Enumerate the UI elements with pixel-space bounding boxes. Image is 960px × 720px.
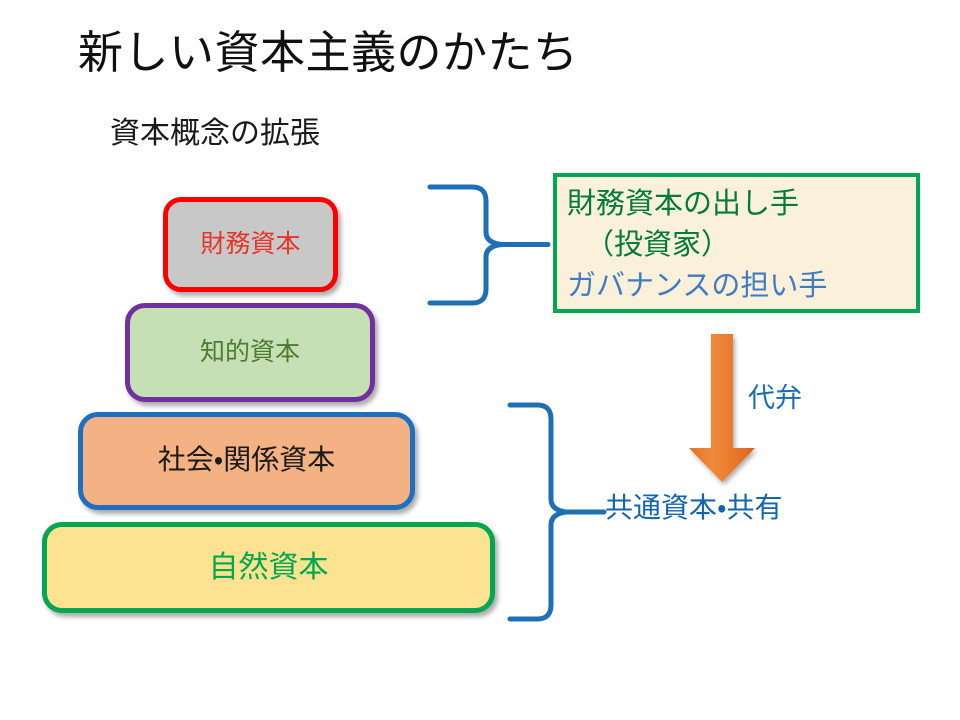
down-arrow-icon (689, 334, 755, 482)
pyramid-level-label: 社会・関係資本 (157, 444, 336, 476)
pyramid-level-intellectual-capital: 知的資本 (125, 303, 375, 402)
pyramid-level-label: 財務資本 (200, 230, 301, 258)
callout-line-2: （投資家） (585, 229, 731, 262)
pyramid-level-social-relational-capital: 社会・関係資本 (78, 412, 415, 510)
pyramid-level-natural-capital: 自然資本 (42, 522, 495, 613)
pyramid-level-financial-capital: 財務資本 (163, 197, 338, 292)
pyramid-level-label: 自然資本 (208, 551, 329, 584)
callout-line-1: 財務資本の出し手 (567, 188, 800, 220)
callout-investor-governance: 財務資本の出し手 （投資家） ガバナンスの担い手 (553, 173, 920, 313)
callout-line-3: ガバナンスの担い手 (567, 270, 828, 303)
label-common-capital: 共通資本・共有 (605, 493, 783, 524)
brace-top-icon (427, 184, 551, 306)
brace-bottom-icon (507, 402, 607, 622)
arrow-label-daiben: 代弁 (748, 383, 802, 413)
slide-subtitle: 資本概念の拡張 (110, 117, 320, 150)
pyramid-level-label: 知的資本 (199, 338, 300, 366)
page-title: 新しい資本主義のかたち (78, 28, 579, 78)
